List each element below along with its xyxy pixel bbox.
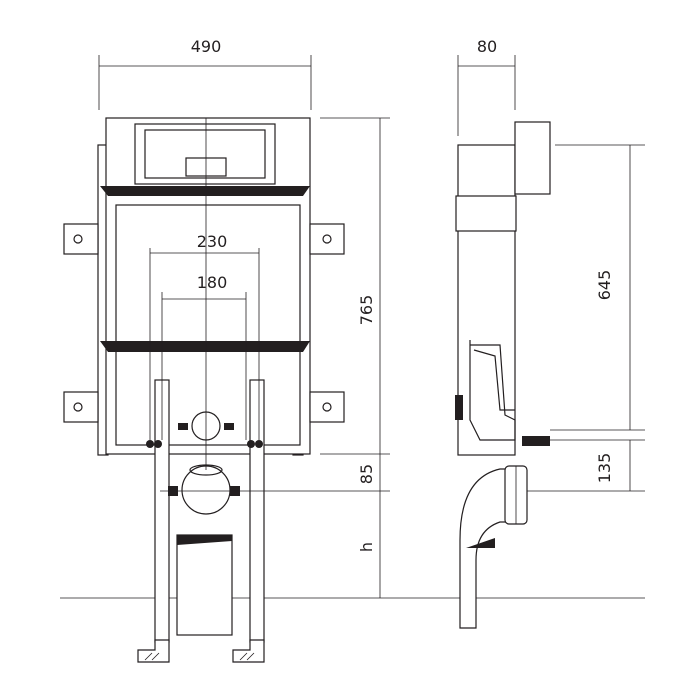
width-label: 490 xyxy=(191,37,222,56)
side-view: 80 645 135 xyxy=(455,37,645,629)
outer-spacing-dimension: 230 xyxy=(149,232,260,440)
outlet-center-label: 135 xyxy=(595,453,614,484)
upper-crossbar xyxy=(100,186,310,196)
outer-spacing-label: 230 xyxy=(197,232,228,251)
inner-spacing-dimension: 180 xyxy=(161,273,247,440)
left-upper-bracket xyxy=(63,223,99,255)
inner-spacing-label: 180 xyxy=(197,273,228,292)
side-cistern-band xyxy=(455,195,517,232)
right-upper-bracket xyxy=(309,223,345,255)
front-view: 490 xyxy=(60,37,645,663)
right-lower-bracket xyxy=(309,391,345,423)
depth-dimension: 80 xyxy=(457,37,516,136)
button-height-label: 645 xyxy=(595,270,614,301)
side-button-housing xyxy=(514,121,551,195)
side-outlet-detail xyxy=(469,340,516,441)
outlet-flange xyxy=(160,464,252,515)
height-dimensions: 765 85 h xyxy=(252,117,390,598)
outlet-elbow xyxy=(459,465,528,629)
drain-box xyxy=(176,534,233,636)
side-clip xyxy=(455,395,463,420)
lower-crossbar xyxy=(100,341,310,352)
depth-label: 80 xyxy=(477,37,497,56)
cistern-inner xyxy=(115,204,301,446)
side-inlet-pipe xyxy=(522,436,550,446)
height-label: 765 xyxy=(357,295,376,326)
width-dimension: 490 xyxy=(98,37,312,110)
floor-height-label: h xyxy=(357,542,376,552)
button-panel xyxy=(144,129,266,179)
outlet-height-label: 85 xyxy=(357,464,376,484)
left-lower-bracket xyxy=(63,391,99,423)
side-height-dimensions: 645 135 xyxy=(555,144,645,491)
side-body xyxy=(457,144,516,456)
